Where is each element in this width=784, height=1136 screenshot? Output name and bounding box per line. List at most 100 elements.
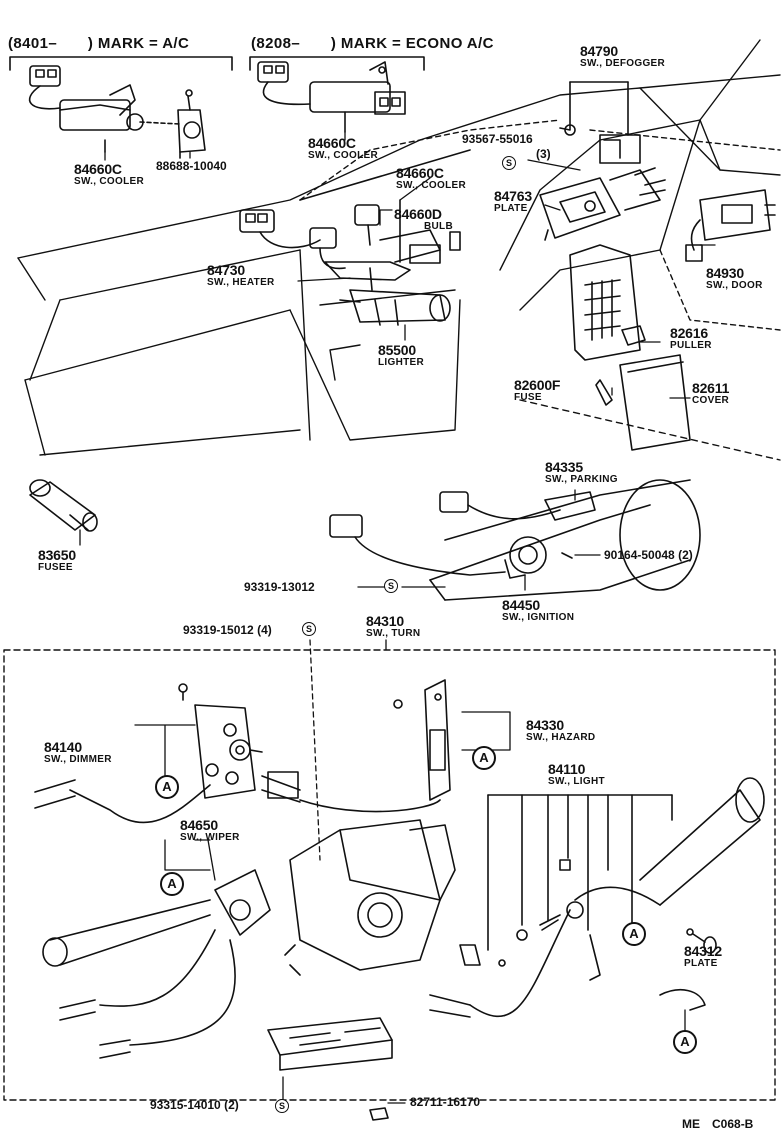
part-number: 84310 bbox=[366, 613, 404, 629]
defogger-cluster-drawing bbox=[539, 81, 776, 262]
connector-block-drawing bbox=[267, 1017, 393, 1121]
part-number: 84110 bbox=[548, 761, 586, 777]
part-88688-10040: 88688-10040 bbox=[156, 160, 227, 172]
part-number: 84660D bbox=[394, 206, 442, 222]
dimmer-switch-drawing bbox=[34, 683, 263, 824]
part-number: 84450 bbox=[502, 597, 540, 613]
part-number: 84763 bbox=[494, 188, 532, 204]
diagram-code: ME C068-B bbox=[682, 1117, 754, 1131]
part-number: 84660C bbox=[308, 135, 356, 151]
part-83650: 83650 FUSEE bbox=[38, 548, 76, 573]
part-93567-qty: (3) bbox=[536, 147, 551, 161]
part-93567-55016: 93567-55016 bbox=[462, 133, 533, 145]
marker-a-wiper: A bbox=[160, 872, 184, 896]
part-name: FUSEE bbox=[38, 562, 73, 573]
part-84330: 84330 SW., HAZARD bbox=[526, 718, 595, 743]
part-number: 88688-10040 bbox=[156, 159, 227, 173]
ignition-cluster-drawing bbox=[329, 479, 701, 601]
part-name: PULLER bbox=[670, 340, 712, 351]
part-number: 82616 bbox=[670, 325, 708, 341]
part-93315-14010: 93315-14010 (2) bbox=[150, 1099, 239, 1111]
part-name: BULB bbox=[424, 221, 453, 232]
part-name: LIGHTER bbox=[378, 357, 424, 368]
cooler-switch-ac-drawing bbox=[28, 65, 206, 159]
part-90164-50048: 90164-50048 (2) bbox=[604, 549, 693, 561]
part-84140: 84140 SW., DIMMER bbox=[44, 740, 112, 765]
part-number: 84660C bbox=[74, 161, 122, 177]
part-number: 85500 bbox=[378, 342, 416, 358]
turn-switch-group-frame bbox=[3, 649, 776, 1101]
part-84650: 84650 SW., WIPER bbox=[180, 818, 240, 843]
heater-cluster-drawing bbox=[239, 149, 471, 326]
part-number: 84335 bbox=[545, 459, 583, 475]
part-number: 84312 bbox=[684, 943, 722, 959]
marker-a-dimmer: A bbox=[155, 775, 179, 799]
wiper-switch-drawing bbox=[42, 869, 271, 1059]
header-econo-mark: (8208– ) MARK = ECONO A/C bbox=[251, 35, 494, 52]
fusee-drawing bbox=[29, 479, 98, 532]
part-name: SW., HEATER bbox=[207, 277, 275, 288]
part-name: SW., IGNITION bbox=[502, 612, 575, 623]
part-number: 93315-14010 (2) bbox=[150, 1098, 239, 1112]
part-84790: 84790 SW., DEFOGGER bbox=[580, 44, 665, 69]
part-name: FUSE bbox=[514, 392, 542, 403]
part-name: SW., DEFOGGER bbox=[580, 58, 666, 69]
hazard-switch-drawing bbox=[261, 679, 451, 813]
part-number: 93319-15012 (4) bbox=[183, 623, 272, 637]
part-number: 84330 bbox=[526, 717, 564, 733]
part-84660d: 84660D BULB bbox=[394, 207, 453, 232]
marker-a-clip: A bbox=[673, 1030, 697, 1054]
part-number: 84140 bbox=[44, 739, 82, 755]
header-brackets bbox=[9, 56, 425, 71]
marker-a-hazard: A bbox=[472, 746, 496, 770]
part-82711-16170: 82711-16170 bbox=[410, 1096, 480, 1108]
part-name: COVER bbox=[692, 395, 730, 406]
part-84310: 84310 SW., TURN bbox=[366, 614, 420, 639]
plate-clip-drawing bbox=[659, 928, 717, 1011]
part-number: 84660C bbox=[396, 165, 444, 181]
part-93319-13012: 93319-13012 bbox=[244, 581, 315, 593]
part-84660c-main: 84660C SW., COOLER bbox=[396, 166, 466, 191]
part-name: SW., COOLER bbox=[74, 176, 144, 187]
part-84763: 84763 PLATE bbox=[494, 189, 532, 214]
part-84335: 84335 SW., PARKING bbox=[545, 460, 618, 485]
part-84930: 84930 SW., DOOR bbox=[706, 266, 763, 291]
part-number: 82611 bbox=[692, 380, 730, 396]
part-name: SW., DIMMER bbox=[44, 754, 112, 765]
part-number: 82600F bbox=[514, 377, 561, 393]
leader-lines bbox=[79, 131, 716, 1104]
part-name: SW., LIGHT bbox=[548, 776, 605, 787]
marker-s-93319-13012: S bbox=[384, 579, 398, 593]
part-84312: 84312 PLATE bbox=[684, 944, 722, 969]
part-name: SW., COOLER bbox=[396, 180, 466, 191]
turn-switch-body-drawing bbox=[284, 819, 456, 976]
marker-s-93315: S bbox=[275, 1099, 289, 1113]
part-number: 84930 bbox=[706, 265, 744, 281]
cooler-switch-econo-drawing bbox=[257, 61, 406, 133]
marker-s-93567: S bbox=[502, 156, 516, 170]
part-84730: 84730 SW., HEATER bbox=[207, 263, 275, 288]
part-number: 83650 bbox=[38, 547, 76, 563]
marker-s-93319-15012: S bbox=[302, 622, 316, 636]
part-name: SW., DOOR bbox=[706, 280, 763, 291]
part-84660c-econo: 84660C SW., COOLER bbox=[308, 136, 378, 161]
part-name: SW., COOLER bbox=[308, 150, 378, 161]
part-number: 84730 bbox=[207, 262, 245, 278]
part-82616: 82616 PULLER bbox=[670, 326, 712, 351]
part-93319-15012: 93319-15012 (4) bbox=[183, 624, 272, 636]
part-name: SW., HAZARD bbox=[526, 732, 596, 743]
fusebox-drawing bbox=[569, 244, 691, 451]
light-switch-drawing bbox=[429, 777, 765, 1018]
part-number: 84790 bbox=[580, 43, 618, 59]
part-name: SW., PARKING bbox=[545, 474, 618, 485]
part-name: PLATE bbox=[684, 958, 718, 969]
part-84450: 84450 SW., IGNITION bbox=[502, 598, 574, 623]
part-number: 90164-50048 (2) bbox=[604, 548, 693, 562]
header-ac-mark: (8401– ) MARK = A/C bbox=[8, 35, 190, 52]
part-number: 93567-55016 bbox=[462, 132, 533, 146]
part-name: PLATE bbox=[494, 203, 528, 214]
part-name: SW., WIPER bbox=[180, 832, 240, 843]
part-number: 93319-13012 bbox=[244, 580, 315, 594]
